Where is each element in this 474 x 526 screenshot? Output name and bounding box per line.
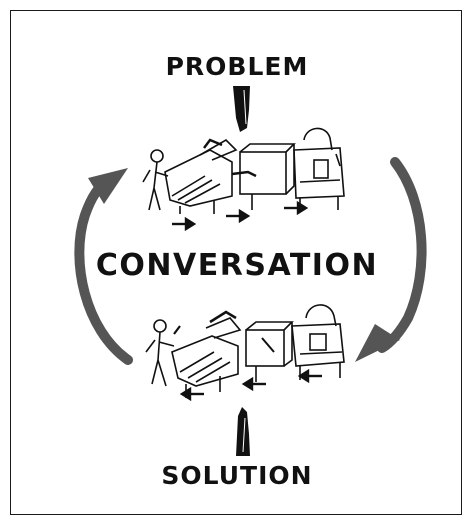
- flow-arrows-bottom: [179, 368, 322, 402]
- arrow-left-icon: [179, 386, 204, 402]
- arrow-right-icon: [226, 208, 251, 224]
- arrow-left-icon: [297, 368, 322, 384]
- arrow-right-icon: [284, 200, 309, 216]
- arrow-right-icon: [172, 216, 197, 232]
- solution-bar: [236, 407, 250, 456]
- problem-bar: [233, 86, 250, 132]
- arrow-left-icon: [241, 376, 266, 392]
- conversation-label: CONVERSATION: [95, 248, 379, 283]
- problem-label: PROBLEM: [165, 52, 309, 81]
- cycle-arrow-left-icon: [74, 168, 133, 365]
- cycle-arrow-right-icon: [355, 157, 427, 362]
- flow-arrows-top: [172, 200, 309, 232]
- production-line-bottom: [145, 304, 345, 398]
- solution-label: SOLUTION: [161, 461, 313, 490]
- production-line-top: [142, 127, 345, 214]
